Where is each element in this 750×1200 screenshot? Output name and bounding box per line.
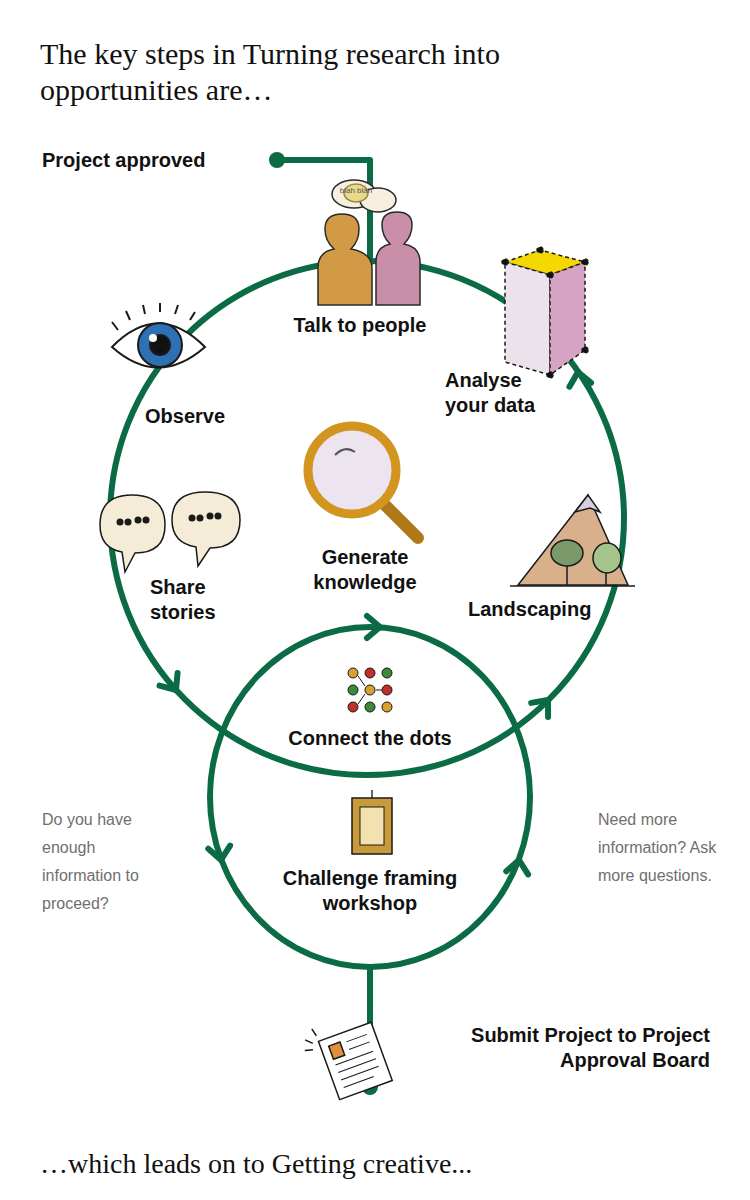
step-label: Generate knowledge <box>290 545 440 595</box>
framing-loop <box>210 627 530 967</box>
arrow-chevron <box>208 846 232 862</box>
document-icon <box>299 1009 393 1105</box>
milestone-label: Submit Project to Project Approval Board <box>420 1023 710 1073</box>
research-loop <box>110 261 624 775</box>
step-label: Challenge framing workshop <box>270 866 470 916</box>
milestone-label: Project approved <box>42 148 242 173</box>
arrow-chevron <box>531 693 556 717</box>
mountain-icon <box>510 495 635 586</box>
step-text: Talk to people <box>270 313 450 338</box>
start-dot <box>269 152 285 168</box>
note: Need more information? Ask more question… <box>598 806 718 890</box>
eye-icon <box>112 303 205 368</box>
step-text: Challenge framing workshop <box>270 866 470 916</box>
step-text: Submit Project to Project Approval Board <box>420 1023 710 1073</box>
step-text: Analyse your data <box>445 368 560 418</box>
arrow-chevron <box>506 858 530 874</box>
dots-icon <box>348 668 392 712</box>
step-label: Landscaping <box>468 597 608 622</box>
start-line <box>277 160 370 263</box>
arrow-chevron <box>567 370 591 387</box>
caption: …which leads on to Getting creative... <box>40 1146 700 1182</box>
arrow-chevron <box>367 616 380 638</box>
title: The key steps in Turning research into o… <box>40 36 580 108</box>
magnifier-icon <box>308 426 418 538</box>
step-label: Analyse your data <box>445 368 560 418</box>
step-text: Landscaping <box>468 597 608 622</box>
step-text: Generate knowledge <box>290 545 440 595</box>
speech-text: blah blah <box>333 186 379 195</box>
step-label: Connect the dots <box>270 726 470 751</box>
people-icon <box>318 180 420 305</box>
step-text: Connect the dots <box>270 726 470 751</box>
frame-icon <box>352 790 392 854</box>
step-text: Project approved <box>42 148 242 173</box>
step-label: Observe <box>145 404 255 429</box>
step-label: Talk to people <box>270 313 450 338</box>
arrow-chevron <box>160 673 185 696</box>
cube-icon <box>502 247 588 378</box>
step-text: Observe <box>145 404 255 429</box>
step-label: Share stories <box>150 575 250 625</box>
note: Do you have enough information to procee… <box>42 806 177 918</box>
quote-icon <box>100 492 240 572</box>
step-text: Share stories <box>150 575 250 625</box>
